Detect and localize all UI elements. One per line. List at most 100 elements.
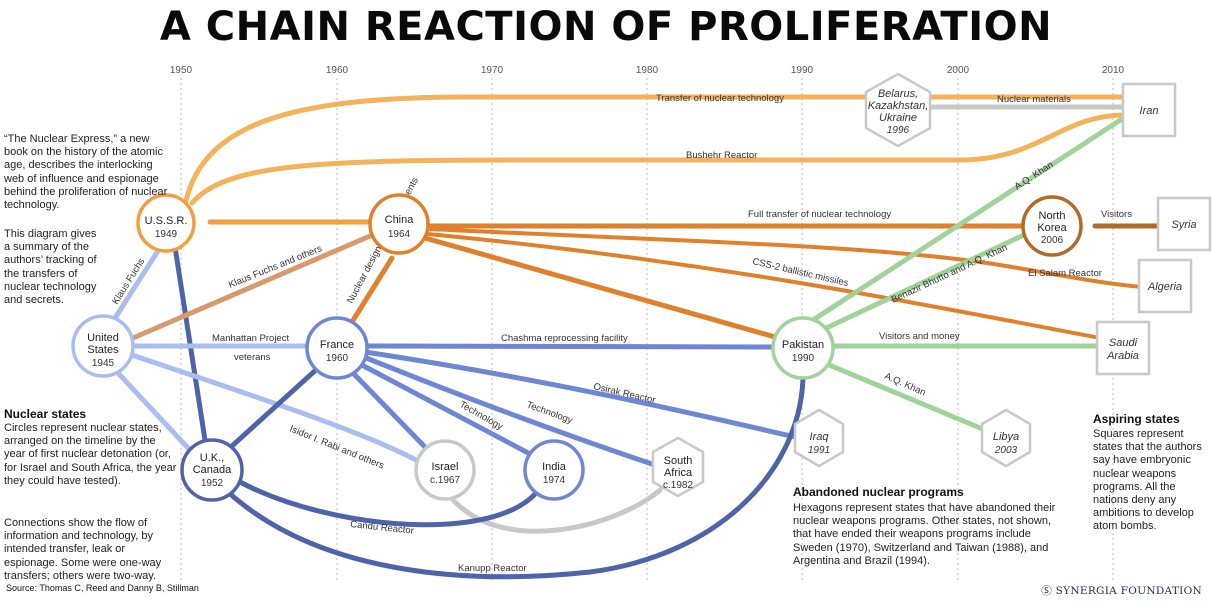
edge-usa-china <box>130 233 373 341</box>
legend-nuclear-states-text: Circles represent nuclear states, arrang… <box>4 422 177 487</box>
hex-belarus-year: 1996 <box>887 125 910 136</box>
page-title: A CHAIN REACTION OF PROLIFERATION <box>159 4 1053 50</box>
node-india: India 1974 <box>523 439 585 501</box>
edge-china-pakistan <box>422 235 778 340</box>
hex-southafrica-year: c.1982 <box>663 480 693 491</box>
hex-belarus-name-1: Belarus, <box>878 88 918 100</box>
label-aq-khan-iran: A.Q. Khan <box>1013 159 1056 192</box>
node-france: France 1960 <box>305 316 369 380</box>
edge-ukcanada-india-candu <box>237 479 543 528</box>
square-syria: Syria <box>1156 196 1212 252</box>
hex-iraq-name: Iraq <box>810 431 830 443</box>
edge-usa-israel <box>129 352 423 465</box>
brand-logo: Ⓢ SYNERGIA FOUNDATION <box>1041 585 1202 597</box>
legend-aspiring-head: Aspiring states <box>1093 412 1180 426</box>
hex-iraq-year: 1991 <box>808 445 830 456</box>
node-northkorea: North Korea 2006 <box>1021 195 1083 257</box>
legend-aspiring-text: Squares represent states that the author… <box>1093 428 1202 533</box>
edge-ussr-iran-transfer <box>183 94 1128 204</box>
edge-france-israel <box>349 369 428 450</box>
edge-pakistan-northkorea <box>819 229 1033 333</box>
hex-southafrica-name-1: South <box>664 455 693 467</box>
edge-pakistan-libya <box>819 359 988 433</box>
node-usa-name-1: United <box>87 332 119 344</box>
legend-connections-text: Connections show the flow of information… <box>4 517 162 582</box>
node-france-name: France <box>320 339 354 351</box>
label-bhutto-khan: Benazir Bhutto and A.Q. Khan <box>890 242 1010 306</box>
edge-france-pakistan <box>363 343 778 350</box>
node-india-year: 1974 <box>543 475 566 486</box>
source-note: Source: Thomas C, Reed and Danny B, Stil… <box>6 583 199 593</box>
label-full-transfer: Full transfer of nuclear technology <box>748 209 891 220</box>
square-saudi-name-1: Saudi <box>1109 337 1138 349</box>
legend-abandoned-head: Abandoned nuclear programs <box>793 485 964 499</box>
hex-libya: Libya 2003 <box>980 408 1032 468</box>
year-label: 1960 <box>326 65 349 76</box>
node-pakistan-year: 1990 <box>792 353 815 364</box>
label-visitors-money: Visitors and money <box>879 331 960 342</box>
year-label: 1950 <box>170 65 193 76</box>
year-label: 2000 <box>947 65 970 76</box>
nuclear-state-nodes: U.S.S.R. 1949 China 1964 United States 1… <box>71 193 1083 502</box>
node-france-year: 1960 <box>326 353 349 364</box>
label-klaus-fuchs-others: Klaus Fuchs and others <box>227 243 324 291</box>
connections <box>112 94 1163 580</box>
abandoned-state-nodes: Belarus, Kazakhstan, Ukraine 1996 South … <box>651 72 1032 498</box>
label-manhattan-2: veterans <box>234 352 271 363</box>
label-chashma: Chashma reprocessing facility <box>501 333 628 344</box>
edge-israel-southafrica <box>445 487 663 534</box>
node-israel: Israel c.1967 <box>414 439 476 501</box>
year-label: 1970 <box>481 65 504 76</box>
hex-libya-name: Libya <box>993 431 1019 443</box>
label-visitors: Visitors <box>1101 209 1132 220</box>
edge-france-india <box>357 361 535 458</box>
edge-china-algeria <box>428 227 1147 289</box>
legend-nuclear-states-head: Nuclear states <box>4 407 87 421</box>
node-ussr-name: U.S.S.R. <box>145 215 188 227</box>
year-label: 1980 <box>636 65 659 76</box>
square-iran: Iran <box>1121 82 1177 138</box>
node-usa-year: 1945 <box>92 358 115 369</box>
node-china: China 1964 <box>368 193 430 255</box>
edge-pakistan-iran <box>807 114 1128 325</box>
aspiring-state-nodes: Iran Syria Algeria Saudi Arabia <box>1095 82 1212 376</box>
node-northkorea-name-2: Korea <box>1037 222 1067 234</box>
square-syria-name: Syria <box>1171 219 1196 231</box>
edge-france-ukcanada <box>229 365 321 449</box>
label-manhattan-1: Manhattan Project <box>212 333 289 344</box>
label-bushehr: Bushehr Reactor <box>686 150 757 161</box>
square-iran-name: Iran <box>1140 105 1159 117</box>
node-usa: United States 1945 <box>71 314 135 378</box>
square-algeria: Algeria <box>1137 258 1193 314</box>
edge-ukcanada-pakistan-kanupp <box>225 375 806 580</box>
node-china-name: China <box>385 214 415 226</box>
hex-libya-year: 2003 <box>994 445 1018 456</box>
node-ukcanada-name-1: U.K., <box>200 452 224 464</box>
timeline-years: 1950 1960 1970 1980 1990 2000 2010 <box>170 65 1125 76</box>
node-india-name: India <box>542 461 567 473</box>
node-ussr: U.S.S.R. 1949 <box>136 193 196 253</box>
node-china-year: 1964 <box>388 229 411 240</box>
square-saudi-name-2: Arabia <box>1106 350 1139 362</box>
year-label: 2010 <box>1102 65 1125 76</box>
node-ukcanada-name-2: Canada <box>193 464 232 476</box>
legend-abandoned-text: Hexagons represent states that have aban… <box>793 502 1056 567</box>
node-israel-year: c.1967 <box>430 475 460 486</box>
hex-iraq: Iraq 1991 <box>793 408 845 468</box>
node-ukcanada-year: 1952 <box>201 478 224 489</box>
node-ussr-year: 1949 <box>155 229 178 240</box>
node-pakistan: Pakistan 1990 <box>771 316 835 380</box>
edge-usa-ussr <box>112 237 168 321</box>
hex-southafrica-name-2: Africa <box>664 467 693 479</box>
node-northkorea-year: 2006 <box>1041 235 1064 246</box>
edge-france-iraq <box>362 349 798 440</box>
edge-france-southafrica <box>361 354 658 468</box>
year-label: 1990 <box>791 65 814 76</box>
edge-china-france <box>349 255 395 325</box>
hex-belarus-name-3: Ukraine <box>879 112 917 124</box>
edge-usa-ukcanada <box>115 370 191 451</box>
square-saudi: Saudi Arabia <box>1095 320 1151 376</box>
edge-china-saudi <box>426 232 1102 340</box>
label-el-salam: El Salam Reactor <box>1028 268 1102 279</box>
label-transfer-tech: Transfer of nuclear technology <box>656 93 784 104</box>
